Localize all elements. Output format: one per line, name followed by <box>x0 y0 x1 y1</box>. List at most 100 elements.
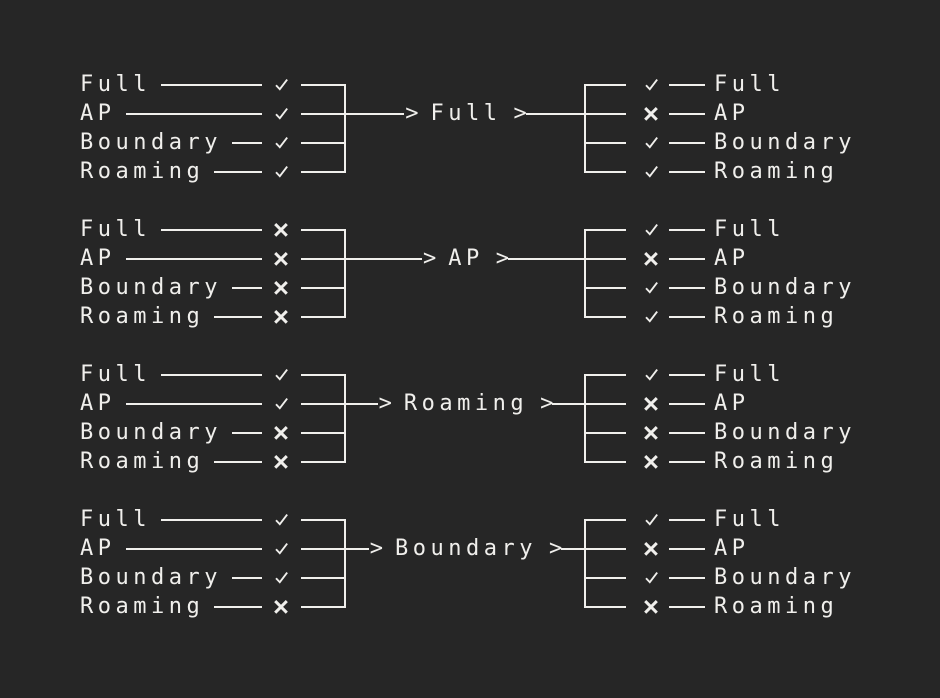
state-label: Full <box>714 362 785 387</box>
right-state-row: AP <box>642 389 750 418</box>
connector-line <box>669 576 705 579</box>
connector-line <box>669 257 705 260</box>
connector-line <box>301 170 346 173</box>
transition-arrow-row: > AP > <box>346 244 584 273</box>
state-label: Full <box>80 217 151 242</box>
connector-line <box>669 373 705 376</box>
check-icon <box>642 569 660 587</box>
check-icon <box>642 76 660 94</box>
fanout-bracket <box>584 518 586 608</box>
connector-line <box>301 257 346 260</box>
merge-bracket <box>344 228 346 318</box>
left-state-row: Boundary <box>80 418 290 447</box>
connector-line <box>669 315 705 318</box>
check-icon <box>642 366 660 384</box>
connector-line <box>214 315 262 318</box>
connector-line <box>301 112 346 115</box>
connector-line <box>214 460 262 463</box>
connector-line <box>301 547 346 550</box>
connector-line <box>669 402 705 405</box>
right-state-row: Boundary <box>642 563 856 592</box>
target-state-label: Roaming <box>403 391 529 416</box>
arrow-head-icon: > <box>378 391 392 416</box>
cross-icon <box>642 540 660 558</box>
left-state-row: Roaming <box>80 592 290 621</box>
merge-bracket <box>344 83 346 173</box>
check-icon <box>642 163 660 181</box>
left-state-row: Full <box>80 215 290 244</box>
connector-line <box>586 228 626 231</box>
state-label: Roaming <box>714 304 839 329</box>
state-label: Boundary <box>80 130 222 155</box>
state-label: Roaming <box>714 159 839 184</box>
state-label: AP <box>80 246 116 271</box>
connector-line <box>214 170 262 173</box>
connector-line <box>346 402 378 405</box>
check-icon <box>272 105 290 123</box>
connector-line <box>561 547 584 550</box>
connector-line <box>586 576 626 579</box>
state-label: Boundary <box>714 275 856 300</box>
transition-group-roaming: Full AP Boundary Roaming > Roaming > <box>0 360 940 476</box>
check-icon <box>642 221 660 239</box>
connector-line <box>669 518 705 521</box>
target-state-label: Full <box>430 101 502 126</box>
connector-line <box>125 547 262 550</box>
connector-line <box>525 112 585 115</box>
transition-group-ap: Full AP Boundary Roaming > AP > <box>0 215 940 331</box>
cross-icon <box>642 453 660 471</box>
state-label: Boundary <box>80 565 222 590</box>
connector-line <box>214 605 262 608</box>
state-label: Boundary <box>80 420 222 445</box>
connector-line <box>586 431 626 434</box>
arrow-head-icon: > <box>540 391 554 416</box>
cross-icon <box>272 221 290 239</box>
right-state-row: Boundary <box>642 418 856 447</box>
connector-line <box>586 402 626 405</box>
left-state-row: AP <box>80 99 290 128</box>
left-state-row: Full <box>80 360 290 389</box>
right-state-row: Full <box>642 70 785 99</box>
check-icon <box>272 163 290 181</box>
right-state-row: AP <box>642 534 750 563</box>
state-label: AP <box>714 536 750 561</box>
connector-line <box>301 141 346 144</box>
connector-line <box>586 518 626 521</box>
state-label: Full <box>714 72 785 97</box>
state-label: Boundary <box>80 275 222 300</box>
connector-line <box>125 112 262 115</box>
connector-line <box>125 402 262 405</box>
connector-line <box>301 518 346 521</box>
right-state-row: Full <box>642 215 785 244</box>
connector-line <box>231 286 262 289</box>
right-state-row: Boundary <box>642 273 856 302</box>
right-state-row: Boundary <box>642 128 856 157</box>
check-icon <box>272 134 290 152</box>
transition-group-full: Full AP Boundary Roaming > Full > <box>0 70 940 186</box>
connector-line <box>125 257 262 260</box>
connector-line <box>586 605 626 608</box>
connector-line <box>346 547 369 550</box>
transition-arrow-row: > Full > <box>346 99 585 128</box>
check-icon <box>272 511 290 529</box>
right-state-row: Full <box>642 360 785 389</box>
left-state-row: Full <box>80 70 290 99</box>
cross-icon <box>642 105 660 123</box>
cross-icon <box>272 279 290 297</box>
right-state-row: Roaming <box>642 302 838 331</box>
connector-line <box>586 373 626 376</box>
connector-line <box>586 112 626 115</box>
left-state-row: AP <box>80 389 290 418</box>
state-label: AP <box>714 391 750 416</box>
arrow-head-icon: > <box>548 536 563 561</box>
state-label: Full <box>80 507 151 532</box>
connector-line <box>586 257 626 260</box>
transition-arrow-row: > Roaming > <box>346 389 584 418</box>
connector-line <box>586 547 626 550</box>
connector-line <box>231 431 262 434</box>
connector-line <box>586 83 626 86</box>
check-icon <box>642 511 660 529</box>
right-state-row: Roaming <box>642 157 838 186</box>
right-state-row: Full <box>642 505 785 534</box>
